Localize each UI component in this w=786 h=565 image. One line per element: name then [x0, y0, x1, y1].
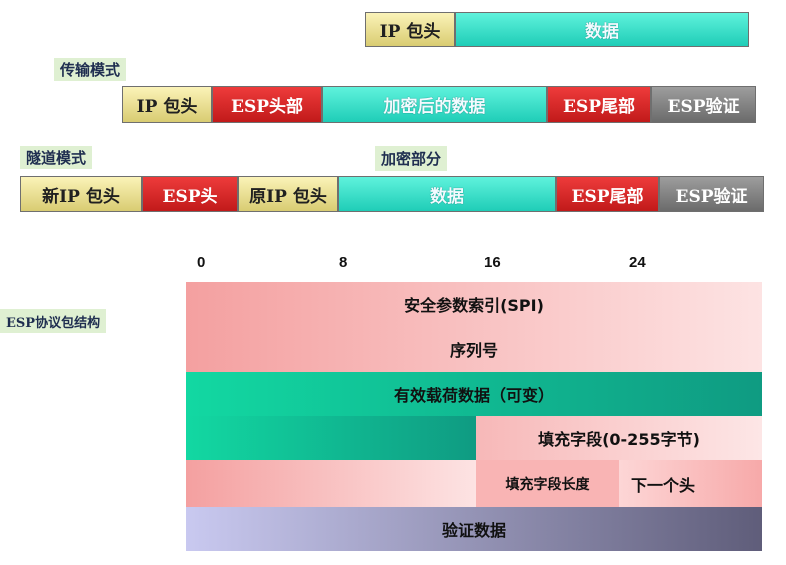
padding-cell: 填充字段(0-255字节) — [476, 416, 762, 460]
tunnel-esp-header-block: ESP头 — [142, 176, 238, 212]
transport-esp-header-text: ESP头部 — [230, 97, 304, 117]
transport-ip-header-block: IP 包头 — [122, 86, 212, 123]
transport-esp-auth-text: ESP验证 — [667, 97, 740, 117]
tunnel-esp-auth-text: ESP验证 — [675, 186, 748, 207]
transport-ip-header-text: IP 包头 — [136, 97, 198, 117]
transport-encrypted-data-block: 加密后的数据 — [322, 86, 547, 123]
spi-row: 安全参数索引(SPI) — [186, 282, 762, 326]
transport-esp-trailer-block: ESP尾部 — [547, 86, 651, 123]
tunnel-data-text: 数据 — [430, 186, 464, 207]
bit-tick-16: 16 — [484, 254, 501, 271]
encrypted-part-label: 加密部分 — [375, 146, 448, 171]
tunnel-mode-label: 隧道模式 — [20, 146, 93, 169]
transport-esp-auth-block: ESP验证 — [651, 86, 756, 123]
transport-mode-label: 传输模式 — [54, 58, 127, 81]
transport-encrypted-data-text: 加密后的数据 — [383, 97, 486, 117]
top-ip-header-text: IP 包头 — [379, 22, 441, 42]
top-data-text: 数据 — [585, 22, 619, 42]
pad-length-cell: 填充字段长度 — [476, 460, 619, 507]
auth-data-text: 验证数据 — [441, 521, 506, 540]
next-header-text: 下一个头 — [631, 475, 696, 495]
esp-structure-label: ESP协议包结构 — [0, 309, 107, 333]
transport-esp-header-block: ESP头部 — [212, 86, 322, 123]
payload-row: 有效载荷数据（可变） — [186, 372, 762, 416]
tunnel-esp-header-text: ESP头 — [162, 186, 218, 207]
bit-tick-8: 8 — [339, 254, 348, 271]
bit-tick-24: 24 — [629, 254, 646, 271]
tunnel-esp-trailer-block: ESP尾部 — [556, 176, 659, 212]
top-ip-header-block: IP 包头 — [365, 12, 455, 47]
spi-text: 安全参数索引(SPI) — [404, 296, 544, 315]
top-data-block: 数据 — [455, 12, 749, 47]
next-header-cell: 下一个头 — [619, 460, 762, 507]
pad-length-text: 填充字段长度 — [505, 476, 590, 493]
payload-continuation-cell — [186, 416, 476, 460]
sequence-row: 序列号 — [186, 326, 762, 372]
transport-esp-trailer-text: ESP尾部 — [562, 97, 636, 117]
padding-continuation-cell — [186, 460, 476, 507]
tunnel-esp-trailer-text: ESP尾部 — [571, 186, 644, 207]
tunnel-esp-auth-block: ESP验证 — [659, 176, 764, 212]
tunnel-new-ip-header-block: 新IP 包头 — [20, 176, 142, 212]
padding-text: 填充字段(0-255字节) — [538, 430, 700, 449]
auth-data-row: 验证数据 — [186, 507, 762, 551]
tunnel-orig-ip-header-block: 原IP 包头 — [238, 176, 338, 212]
tunnel-new-ip-header-text: 新IP 包头 — [42, 186, 120, 207]
bit-tick-0: 0 — [197, 254, 206, 271]
sequence-text: 序列号 — [449, 341, 498, 360]
payload-text: 有效载荷数据（可变） — [393, 386, 554, 405]
tunnel-data-block: 数据 — [338, 176, 556, 212]
tunnel-orig-ip-header-text: 原IP 包头 — [249, 186, 327, 207]
